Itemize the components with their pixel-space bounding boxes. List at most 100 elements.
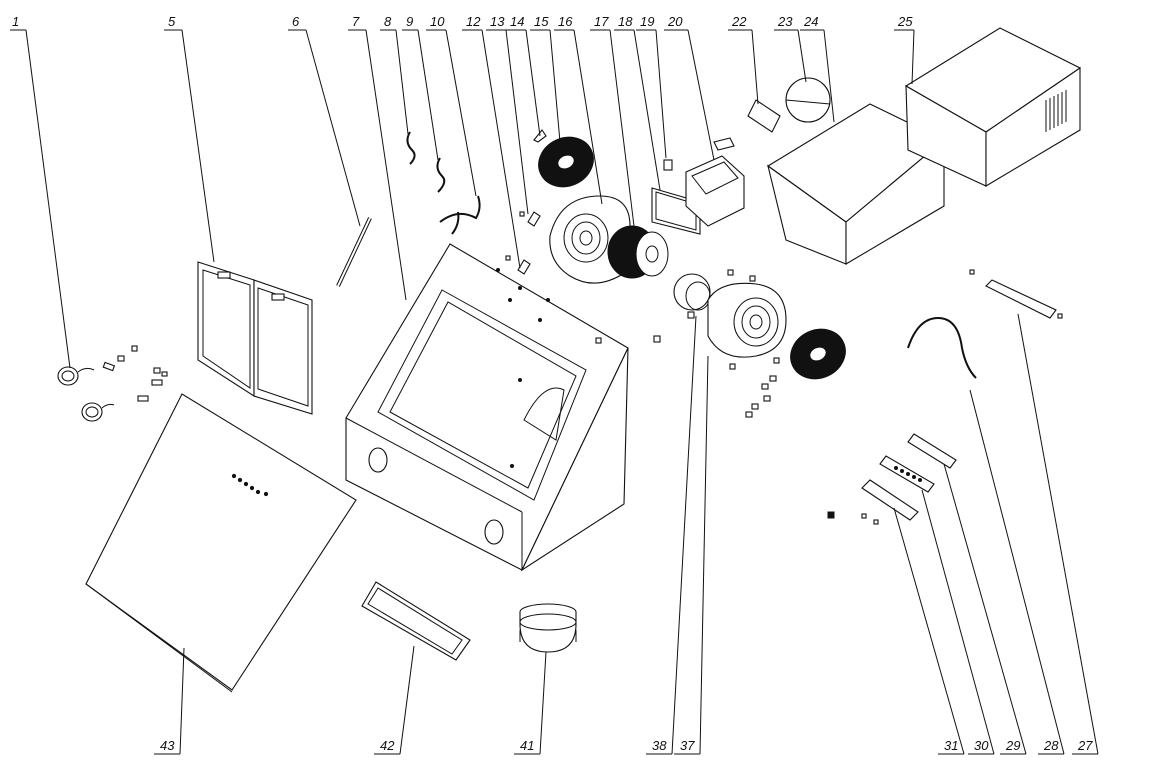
part-number: 42 xyxy=(380,738,395,753)
leader-line xyxy=(797,29,807,83)
part-8-9-10-cables xyxy=(406,131,481,235)
part-41-duct-collar xyxy=(519,603,577,653)
part-number: 7 xyxy=(352,14,360,29)
bottom-label-28: 28 xyxy=(969,389,1065,755)
leader-line xyxy=(539,651,547,755)
bottom-label-38: 38 xyxy=(646,315,697,755)
top-label-5: 5 xyxy=(164,14,215,263)
part-number: 15 xyxy=(534,14,549,29)
part-19-block xyxy=(663,159,673,171)
top-label-6: 6 xyxy=(288,14,361,227)
part-number: 37 xyxy=(680,738,695,753)
top-label-14: 14 xyxy=(506,14,541,137)
leader-line xyxy=(633,29,661,191)
part-5-grease-filters xyxy=(197,261,313,415)
part-37-blower-housing xyxy=(707,269,787,370)
leader-line xyxy=(671,315,697,755)
carbon-filter-right xyxy=(790,328,846,380)
part-7-hood-body xyxy=(345,243,629,572)
part-number: 14 xyxy=(510,14,524,29)
bottom-label-43: 43 xyxy=(154,647,185,755)
part-12-13-14-clips xyxy=(505,129,547,275)
part-1-lamps xyxy=(57,345,168,422)
part-number: 20 xyxy=(667,14,683,29)
part-number: 22 xyxy=(731,14,747,29)
top-label-23: 23 xyxy=(774,14,807,83)
top-label-24: 24 xyxy=(800,14,835,123)
leader-line xyxy=(921,489,995,755)
top-label-16: 16 xyxy=(554,14,603,205)
leader-line xyxy=(1017,313,1099,755)
leader-line xyxy=(943,463,1027,755)
top-label-12: 12 xyxy=(462,14,521,269)
part-17-impeller xyxy=(607,225,669,279)
top-label-8: 8 xyxy=(380,14,409,135)
leader-line xyxy=(549,29,561,143)
bottom-label-31: 31 xyxy=(893,507,965,755)
part-29-30-31-controls xyxy=(827,433,957,525)
part-number: 38 xyxy=(652,738,667,753)
part-number: 43 xyxy=(160,738,175,753)
part-number: 30 xyxy=(974,738,989,753)
part-23-disc xyxy=(785,77,831,123)
part-number: 1 xyxy=(12,14,19,29)
bottom-label-29: 29 xyxy=(943,463,1027,755)
top-label-1: 1 xyxy=(10,14,71,369)
bottom-label-42: 42 xyxy=(374,645,415,755)
part-number: 27 xyxy=(1077,738,1093,753)
part-number: 13 xyxy=(490,14,505,29)
part-22-plate xyxy=(747,99,781,133)
leader-line xyxy=(505,29,529,215)
part-15-carbon-filter xyxy=(538,136,594,188)
top-label-17: 17 xyxy=(590,14,635,227)
leader-line xyxy=(687,29,715,161)
top-label-10: 10 xyxy=(426,14,477,197)
leader-line xyxy=(481,29,521,269)
bottom-label-37: 37 xyxy=(674,355,709,755)
part-number: 17 xyxy=(594,14,609,29)
part-number: 28 xyxy=(1043,738,1059,753)
leader-line xyxy=(751,29,759,105)
leader-line xyxy=(609,29,635,227)
bottom-label-30: 30 xyxy=(921,489,995,755)
part-number: 18 xyxy=(618,14,633,29)
part-number: 8 xyxy=(384,14,392,29)
top-label-9: 9 xyxy=(402,14,439,161)
part-number: 6 xyxy=(292,14,300,29)
leader-line xyxy=(417,29,439,161)
top-label-15: 15 xyxy=(530,14,561,143)
leader-line xyxy=(179,647,185,755)
leader-line xyxy=(399,645,415,755)
part-number: 23 xyxy=(777,14,793,29)
leader-line xyxy=(911,29,915,85)
leader-line xyxy=(893,507,965,755)
part-number: 19 xyxy=(640,14,654,29)
leader-line xyxy=(365,29,407,301)
part-20-duct-box xyxy=(685,137,745,227)
leader-line xyxy=(699,355,709,755)
screws-cluster xyxy=(745,375,777,418)
part-42-tray xyxy=(361,581,471,661)
bottom-label-27: 27 xyxy=(1017,313,1099,755)
top-label-7: 7 xyxy=(348,14,407,301)
top-label-19: 19 xyxy=(636,14,667,159)
leader-line xyxy=(445,29,477,197)
top-label-22: 22 xyxy=(728,14,759,105)
leader-line xyxy=(181,29,215,263)
leader-line xyxy=(525,29,541,137)
leader-line xyxy=(395,29,409,135)
leader-line xyxy=(573,29,603,205)
part-number: 5 xyxy=(168,14,176,29)
leader-line xyxy=(823,29,835,123)
part-number: 29 xyxy=(1005,738,1020,753)
part-number: 31 xyxy=(944,738,958,753)
part-number: 41 xyxy=(520,738,534,753)
part-number: 16 xyxy=(558,14,573,29)
part-38-motor xyxy=(653,273,711,343)
top-label-13: 13 xyxy=(486,14,529,215)
part-number: 24 xyxy=(803,14,818,29)
leader-line xyxy=(25,29,71,369)
